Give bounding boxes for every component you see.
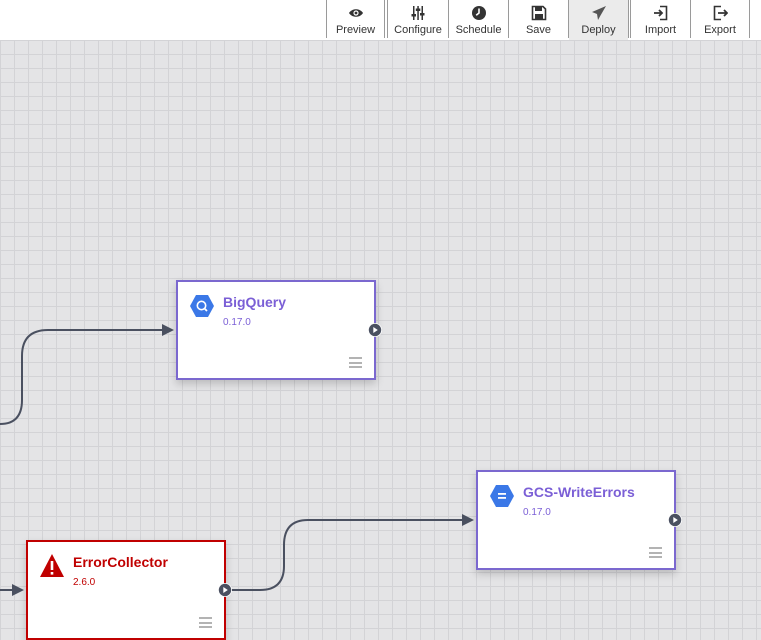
node-title: GCS-WriteErrors xyxy=(523,484,635,500)
paper-plane-icon xyxy=(591,5,606,20)
toolbar-separator xyxy=(628,0,629,38)
node-title: BigQuery xyxy=(223,294,287,310)
import-label: Import xyxy=(644,23,677,36)
toolbar-separator xyxy=(630,0,631,38)
connection-to-bigquery[interactable] xyxy=(0,324,174,425)
play-port-icon xyxy=(218,583,232,597)
warning-triangle-icon xyxy=(40,554,64,577)
import-icon xyxy=(653,5,667,20)
top-toolbar: Preview Configure Schedule Save Deploy xyxy=(0,0,761,40)
node-title: ErrorCollector xyxy=(73,554,168,570)
node-version: 0.17.0 xyxy=(223,317,251,328)
node-version: 2.6.0 xyxy=(73,577,96,588)
toolbar-separator xyxy=(448,0,449,38)
clock-icon xyxy=(471,5,486,20)
output-port[interactable] xyxy=(218,583,232,597)
save-button[interactable]: Save xyxy=(509,0,568,40)
configure-label: Configure xyxy=(394,23,442,36)
node-menu-icon[interactable] xyxy=(349,357,362,368)
sliders-icon xyxy=(411,5,425,20)
output-port[interactable] xyxy=(368,323,382,337)
toolbar-separator xyxy=(749,0,750,38)
toolbar-separator xyxy=(568,0,569,38)
preview-label: Preview xyxy=(335,23,376,36)
export-icon xyxy=(713,5,728,20)
export-label: Export xyxy=(704,23,736,36)
connection-errorcollector-to-gcs[interactable] xyxy=(232,514,474,591)
node-menu-icon[interactable] xyxy=(199,617,212,628)
play-port-icon xyxy=(368,323,382,337)
node-errorcollector[interactable]: ErrorCollector 2.6.0 xyxy=(26,540,232,640)
connection-layer xyxy=(0,324,474,596)
toolbar-separator xyxy=(508,0,509,38)
bigquery-hexagon-icon xyxy=(190,295,214,317)
toolbar-separator xyxy=(690,0,691,38)
pipeline-canvas[interactable]: BigQuery 0.17.0 GCS-WriteErrors 0.17.0 xyxy=(0,40,761,640)
play-port-icon xyxy=(668,513,682,527)
toolbar-separator xyxy=(326,0,327,38)
schedule-label: Schedule xyxy=(455,23,502,36)
export-button[interactable]: Export xyxy=(691,0,749,40)
deploy-button[interactable]: Deploy xyxy=(569,0,628,40)
eye-icon xyxy=(348,8,363,17)
import-button[interactable]: Import xyxy=(631,0,690,40)
node-menu-icon[interactable] xyxy=(649,547,662,558)
deploy-label: Deploy xyxy=(581,23,616,36)
preview-button[interactable]: Preview xyxy=(327,0,384,40)
floppy-disk-icon xyxy=(531,5,546,20)
save-label: Save xyxy=(525,23,552,36)
output-port[interactable] xyxy=(668,513,682,527)
node-version: 0.17.0 xyxy=(523,507,551,518)
toolbar-separator xyxy=(387,0,388,38)
toolbar-separator xyxy=(384,0,385,38)
configure-button[interactable]: Configure xyxy=(388,0,448,40)
node-gcs-writeerrors[interactable]: GCS-WriteErrors 0.17.0 xyxy=(476,470,682,570)
node-bigquery[interactable]: BigQuery 0.17.0 xyxy=(176,280,382,380)
schedule-button[interactable]: Schedule xyxy=(449,0,508,40)
gcs-hexagon-icon xyxy=(490,485,514,507)
